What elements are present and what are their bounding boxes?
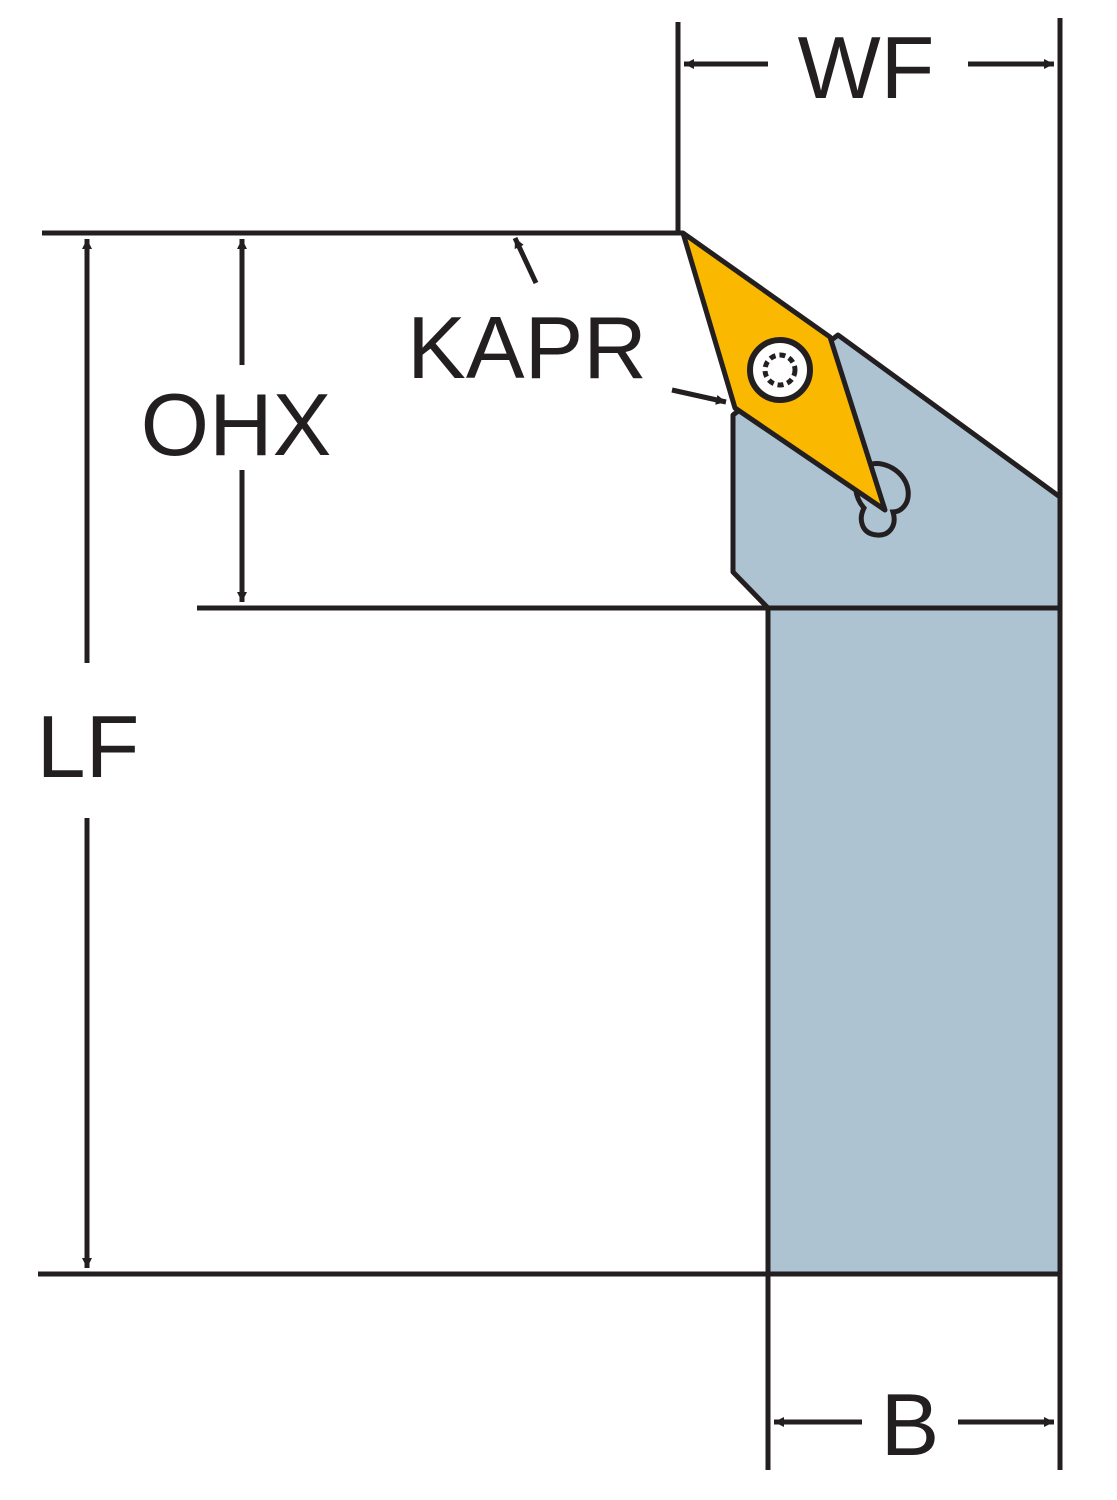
tool-holder <box>730 332 1063 1277</box>
ohx-label: OHX <box>141 375 332 474</box>
kapr-dimension <box>512 236 727 405</box>
kapr-label: KAPR <box>407 298 647 397</box>
b-label: B <box>881 1375 940 1474</box>
cutting-insert <box>680 230 888 513</box>
wf-label: WF <box>798 18 935 117</box>
holder-shank <box>765 605 1063 1277</box>
extension-lines <box>38 18 1063 1470</box>
kapr-arrow-insert <box>671 387 727 405</box>
torx-socket-icon <box>762 352 798 388</box>
lf-label: LF <box>37 697 140 796</box>
kapr-arrow-top <box>512 236 539 285</box>
